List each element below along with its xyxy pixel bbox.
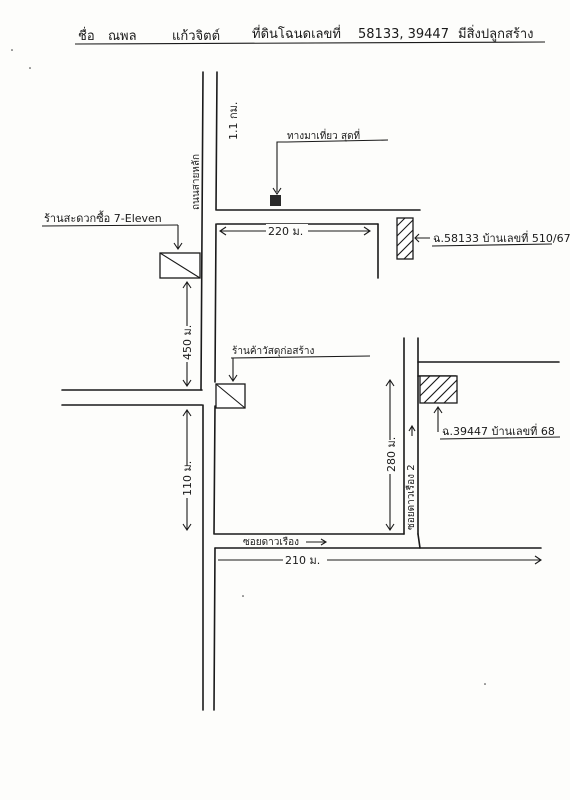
shop-middle-underline [230, 355, 371, 359]
house-right-hatch [419, 375, 458, 404]
main-road-label-group: ถนนสายหลัก [191, 154, 202, 210]
soi-right-label: ซอยดาวเรือง 2 [405, 464, 417, 530]
header-deeds: 58133, 39447 [358, 27, 449, 42]
house-top-label: ฉ.58133 บ้านเลขที่ 510/67 [433, 230, 570, 245]
shop-middle-label: ร้านค้าวัสดุก่อสร้าง [232, 345, 314, 357]
house-top-arrow [414, 233, 430, 243]
main-road-distance-group: 1.1 กม. [227, 102, 240, 140]
soi-right-group: ซอยดาวเรือง 2 [405, 464, 417, 530]
paper-speck [484, 683, 486, 685]
distance-bottom-label: 210 ม. [285, 554, 320, 567]
distance-bottom-bg [283, 553, 327, 567]
shop-middle-arrow [228, 358, 238, 382]
landmark-top-underline [286, 139, 389, 143]
distance-left-upper-arrows [182, 281, 192, 387]
header-name: ณพล [108, 29, 137, 44]
landmark-top-marker [270, 195, 281, 206]
soi-bottom-arrow [306, 538, 328, 546]
header-name-label: ชื่อ [78, 27, 95, 44]
landmark-top-arrow [272, 187, 282, 195]
distance-top-arrows [219, 226, 371, 236]
distance-left-lower-arrows [182, 409, 192, 531]
house-right-arrow [433, 406, 443, 432]
house-right-underline [439, 436, 561, 440]
distance-left-lower-label: 110 ม. [181, 461, 194, 496]
store-711-arrow [173, 225, 183, 250]
distance-left-upper-group: 450 ม. [181, 325, 194, 360]
store-711-label: ร้านสะดวกซื้อ 7-Eleven [44, 210, 162, 225]
distance-top-bg [266, 224, 308, 238]
main-road-distance: 1.1 กม. [227, 102, 240, 140]
distance-left-upper-bg [178, 326, 196, 362]
store-711-diagonal [159, 252, 201, 279]
main-road-right-lower-a [213, 405, 216, 535]
main-road-left-upper [200, 71, 204, 391]
soi-bottom-label: ซอยดาวเรือง [243, 536, 299, 548]
distance-right-arrows [385, 379, 395, 531]
store-711-underline [41, 224, 179, 227]
distance-left-lower-group: 110 ม. [181, 461, 194, 496]
main-road-label: ถนนสายหลัก [191, 154, 202, 210]
distance-top-label: 220 ม. [268, 225, 303, 238]
header-surname: แก้วจิตต์ [172, 28, 220, 44]
distance-right-label: 280 ม. [385, 437, 398, 472]
paper-speck [242, 595, 244, 597]
distance-bottom-arrow [534, 555, 542, 565]
main-road-right-mid [214, 223, 217, 383]
paper-speck [29, 67, 31, 69]
distance-right-group: 280 ม. [385, 437, 398, 472]
header-purpose: มีสิ่งปลูกสร้าง [458, 25, 534, 42]
main-road-right-upper [215, 71, 218, 211]
shop-middle-diagonal [215, 383, 246, 409]
distance-left-upper-label: 450 ม. [181, 325, 194, 360]
house-top-hatch [396, 217, 414, 260]
distance-left-lower-bg [178, 466, 196, 498]
paper-speck [11, 49, 13, 51]
right-soi-join [417, 533, 421, 549]
landmark-top-label: ทางมาเที่ยว สุดที่ [287, 128, 360, 142]
soi-right-arrow [408, 424, 416, 436]
header-property-label: ที่ดินโฉนดเลขที่ [252, 25, 341, 42]
distance-right-bg [382, 440, 398, 474]
main-road-right-lower-b [213, 547, 216, 711]
landmark-top-leader [276, 141, 287, 192]
header-underline [74, 41, 546, 45]
house-right-label: ฉ.39447 บ้านเลขที่ 68 [442, 423, 555, 438]
house-top-underline [431, 243, 553, 247]
